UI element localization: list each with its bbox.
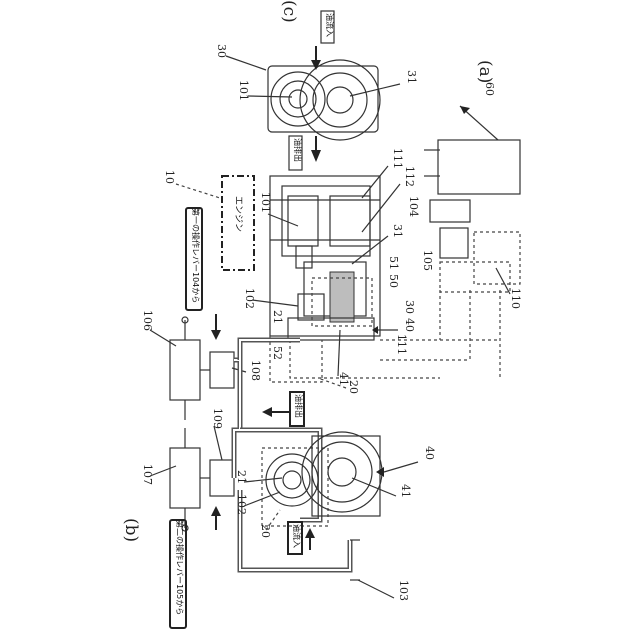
lever2-label: 第二の操作レバー105から (175, 520, 185, 615)
ref-50: 50 (387, 274, 400, 288)
ref-112: 112 (403, 166, 416, 187)
ref-107: 107 (141, 464, 154, 485)
pump-detail-c (268, 60, 380, 140)
ref-101-c: 101 (237, 80, 250, 101)
ref-108: 108 (249, 360, 262, 381)
ref-109: 109 (211, 408, 224, 429)
ref-41-b: 41 (399, 484, 412, 498)
ref-31-a: 31 (391, 224, 404, 238)
ref-104: 104 (407, 196, 420, 217)
engine-label: エンジン (233, 196, 243, 232)
ref-10: 10 (163, 170, 176, 184)
oil-inflow-label-b: 油流入 (292, 524, 302, 548)
ref-40-b: 40 (423, 446, 436, 460)
ref-31-c: 31 (405, 70, 418, 84)
oil-tank (438, 140, 520, 194)
ref-105: 105 (421, 250, 434, 271)
oil-inflow-label-c: 油流入 (325, 13, 335, 37)
panel-label-c: (c) (279, 0, 299, 23)
ref-106: 106 (141, 310, 154, 331)
panel-label-a: (a) (475, 60, 495, 83)
ref-51: 51 (387, 256, 400, 270)
ref-103: 103 (397, 580, 410, 601)
ref-21-a: 21 (271, 310, 284, 324)
lever-valve-106 (170, 317, 234, 420)
ref-102-b: 102 (235, 494, 248, 515)
oil-outflow-label-b: 油排出 (294, 394, 304, 418)
assembly-a (270, 176, 380, 340)
ref-30-a: 30 (403, 300, 416, 314)
ref-101-a: 101 (259, 192, 272, 213)
ref-52: 52 (271, 346, 284, 360)
ref-111-bottom: 111 (395, 334, 408, 355)
ref-20-a: 20 (347, 380, 360, 394)
ref-40-a: 40 (403, 318, 416, 332)
ref-60: 60 (483, 82, 496, 96)
ref-110: 110 (509, 288, 522, 309)
oil-outflow-label-c: 油排出 (293, 138, 303, 162)
lever1-label: 第一の操作レバー104から (191, 208, 201, 303)
ref-111-top: 111 (391, 148, 404, 169)
ref-102-a: 102 (243, 288, 256, 309)
lever-valve-107 (170, 428, 234, 531)
ref-20-b: 20 (259, 524, 272, 538)
panel-label-b: (b) (121, 518, 141, 542)
